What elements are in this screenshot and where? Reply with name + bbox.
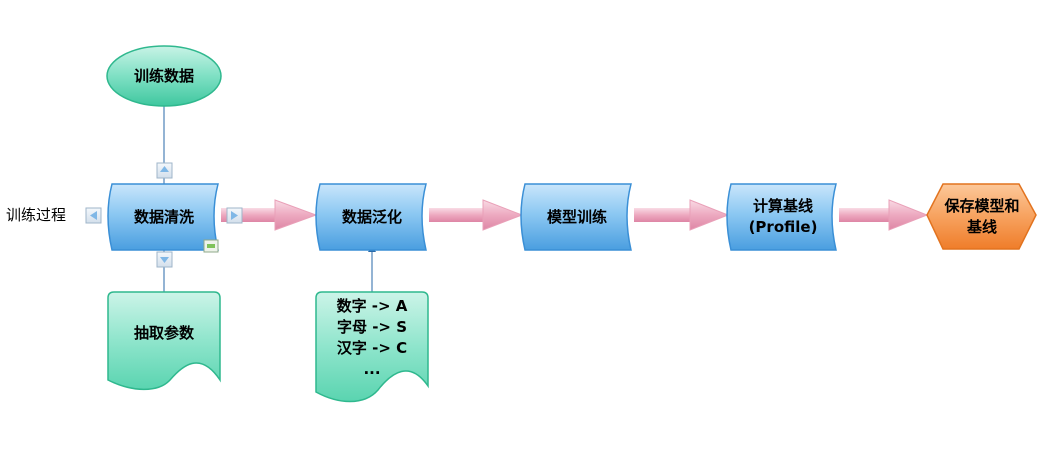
connect-right-handle[interactable] — [226, 207, 243, 224]
compute-baseline-node[interactable] — [726, 183, 837, 251]
save-model-text-1: 保存模型和 — [944, 197, 1020, 215]
compute-baseline-label: 计算基线 (Profile) — [727, 184, 839, 250]
data-generalization-text: 数据泛化 — [341, 207, 402, 226]
save-model-label: 保存模型和 基线 — [930, 184, 1034, 250]
connect-down-handle[interactable] — [156, 251, 173, 268]
extract-params-label: 抽取参数 — [108, 300, 220, 366]
collapse-handle[interactable] — [203, 239, 219, 253]
mapping-text-2: 字母 -> S — [336, 318, 408, 336]
save-model-node[interactable] — [926, 183, 1037, 250]
mapping-text-3: 汉字 -> C — [336, 339, 408, 357]
extract-params-node[interactable] — [107, 291, 221, 391]
flow-arrow — [429, 199, 524, 231]
data-generalization-label: 数据泛化 — [316, 184, 428, 250]
compute-baseline-text-2: (Profile) — [748, 218, 818, 236]
extract-params-text: 抽取参数 — [133, 323, 194, 342]
data-cleaning-text: 数据清洗 — [133, 207, 194, 226]
training-data-text: 训练数据 — [133, 66, 194, 85]
connect-left-handle[interactable] — [85, 207, 102, 224]
training-data-label: 训练数据 — [107, 46, 221, 106]
flow-arrow — [839, 199, 929, 231]
model-training-label: 模型训练 — [521, 184, 633, 250]
save-model-text-2: 基线 — [966, 218, 997, 236]
mapping-rules-node[interactable] — [315, 291, 429, 403]
model-training-text: 模型训练 — [546, 207, 607, 226]
connect-up-handle[interactable] — [156, 162, 173, 179]
mapping-rules-label: 数字 -> A 字母 -> S 汉字 -> C ... — [316, 294, 428, 382]
data-generalization-node[interactable] — [315, 183, 427, 251]
model-training-node[interactable] — [520, 183, 632, 251]
mapping-text-4: ... — [363, 360, 381, 378]
side-label: 训练过程 — [6, 206, 67, 224]
data-cleaning-label: 数据清洗 — [108, 184, 220, 250]
compute-baseline-text-1: 计算基线 — [752, 197, 813, 215]
flow-arrow — [634, 199, 730, 231]
mapping-text-1: 数字 -> A — [336, 297, 408, 315]
training-data-node[interactable] — [106, 45, 222, 107]
